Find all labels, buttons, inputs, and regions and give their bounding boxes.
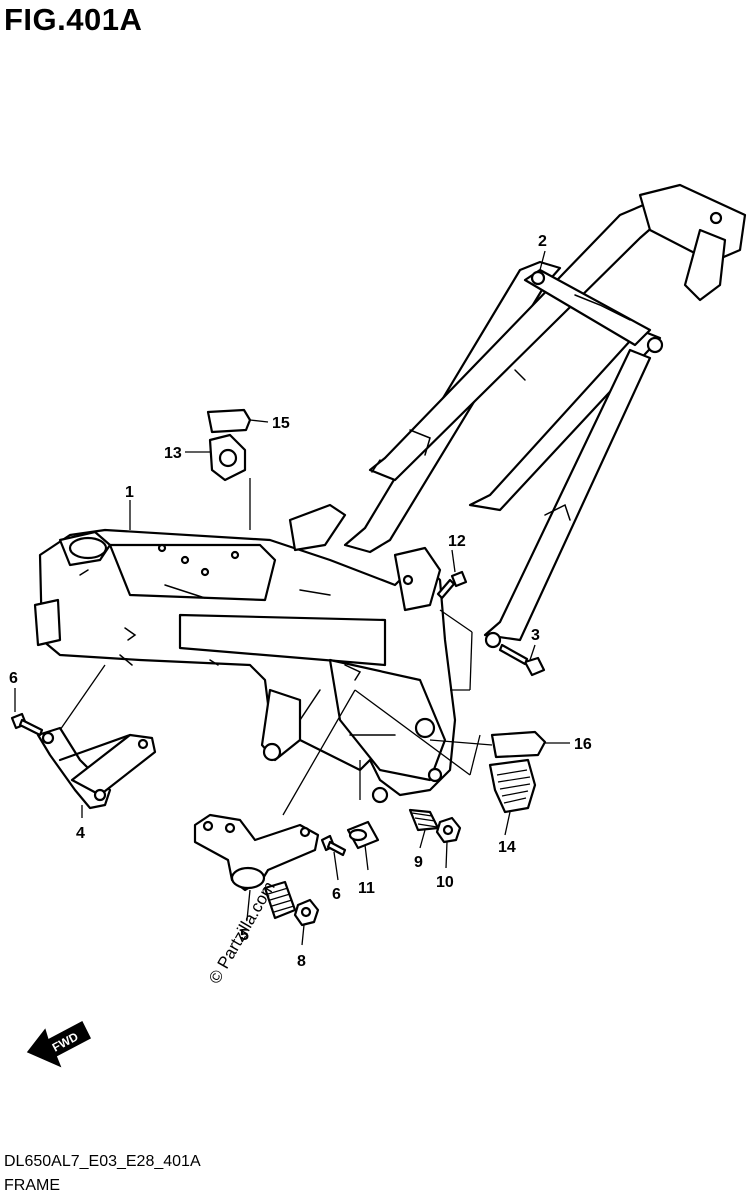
bolt-3[interactable] — [498, 643, 546, 677]
pad-15[interactable] — [206, 408, 252, 434]
bolt-12[interactable] — [436, 570, 468, 600]
pad-16[interactable] — [490, 730, 547, 759]
callout-3[interactable]: 3 — [531, 627, 540, 644]
callout-9[interactable]: 9 — [414, 854, 423, 871]
rubber-mount-13[interactable] — [208, 433, 247, 482]
callout-11[interactable]: 11 — [358, 880, 375, 897]
callout-2[interactable]: 2 — [538, 233, 547, 250]
figure-title: FIG.401A — [4, 2, 143, 37]
callout-14[interactable]: 14 — [498, 839, 516, 856]
callout-16[interactable]: 16 — [574, 736, 592, 753]
callout-4[interactable]: 4 — [76, 825, 85, 842]
cover-14[interactable] — [488, 758, 537, 814]
callout-6b[interactable]: 6 — [332, 886, 341, 903]
footrest-bracket-left[interactable] — [36, 726, 157, 810]
bolt-6b[interactable] — [320, 834, 347, 857]
spring-5[interactable] — [263, 880, 297, 920]
assembly-name: FRAME — [4, 1177, 60, 1194]
collar-11[interactable] — [346, 820, 380, 850]
callout-12[interactable]: 12 — [448, 533, 466, 550]
nut-10[interactable] — [435, 816, 462, 844]
callout-10[interactable]: 10 — [436, 874, 454, 891]
callout-5[interactable]: 5 — [240, 927, 249, 944]
watermark-text: © Partzilla.com — [205, 878, 279, 987]
spring-9[interactable] — [408, 808, 440, 832]
callout-1[interactable]: 1 — [125, 484, 134, 501]
callout-8[interactable]: 8 — [297, 953, 306, 970]
rear-subframe[interactable] — [343, 183, 747, 649]
nut-8[interactable] — [293, 898, 320, 927]
diagram-reference-code: DL650AL7_E03_E28_401A — [4, 1153, 201, 1170]
callout-labels: 2 3 4 5 6 6 8 9 10 11 12 13 14 15 16 1 — [9, 233, 592, 970]
callout-15[interactable]: 15 — [272, 415, 290, 432]
leader-lines — [14, 250, 570, 946]
main-frame[interactable] — [33, 503, 457, 804]
fwd-arrow-icon: FWD — [26, 1020, 91, 1068]
callout-6a[interactable]: 6 — [9, 670, 18, 687]
bolt-6a[interactable] — [10, 712, 44, 737]
callout-13[interactable]: 13 — [164, 445, 182, 462]
footrest-bracket-right[interactable] — [193, 813, 320, 892]
